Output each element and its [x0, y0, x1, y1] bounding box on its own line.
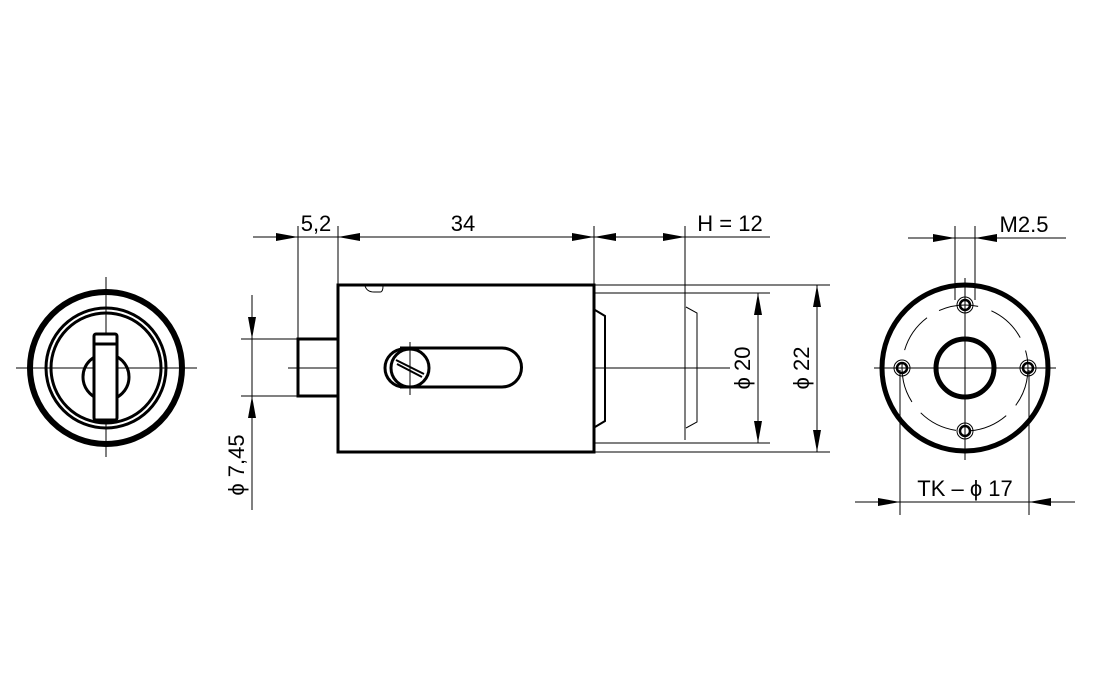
notch	[364, 285, 384, 293]
dim-stub-diameter: ϕ 7,45	[224, 434, 249, 495]
hole	[895, 361, 909, 375]
arrow	[754, 293, 762, 315]
arrow	[754, 421, 762, 443]
arrow	[248, 317, 256, 339]
hole	[958, 424, 972, 438]
dim-body-length: 34	[451, 211, 475, 236]
body	[336, 283, 596, 454]
center-bore	[933, 336, 997, 400]
side-view	[288, 226, 830, 454]
hole-thread	[893, 359, 911, 377]
mounting-holes	[893, 296, 1037, 440]
dim-outer-diameter: ϕ 22	[789, 347, 814, 390]
arrow	[813, 285, 821, 307]
bolt-circle	[901, 304, 1029, 432]
inner-ring-2	[49, 311, 163, 425]
front-view	[16, 277, 197, 457]
hole	[958, 298, 972, 312]
rear-view: M2.5 TK – ϕ 17	[855, 212, 1075, 515]
hole-thread	[1019, 359, 1037, 377]
dim-thread: M2.5	[1000, 212, 1049, 237]
arrow	[878, 498, 900, 506]
arrow	[1029, 498, 1051, 506]
dim-stub-length: 5,2	[301, 211, 332, 236]
arrow	[594, 233, 616, 241]
outer-ring	[27, 289, 185, 447]
arrow	[975, 234, 997, 242]
hole	[1021, 361, 1035, 375]
inner-ring	[44, 306, 168, 430]
arrow	[813, 430, 821, 452]
dimensions-side: 5,2 34 H = 12 ϕ 20 ϕ 22 ϕ 7,45	[224, 211, 821, 510]
flange	[594, 309, 606, 428]
dim-inner-diameter: ϕ 20	[730, 347, 755, 390]
arrow	[338, 233, 360, 241]
hole-thread	[956, 422, 974, 440]
plunger-outline	[685, 306, 698, 429]
outer-circle	[879, 282, 1051, 454]
dim-bolt-circle: TK – ϕ 17	[917, 476, 1012, 501]
key-slot	[92, 332, 119, 422]
arrow	[572, 233, 594, 241]
dim-stroke: H = 12	[697, 211, 762, 236]
arrow	[663, 233, 685, 241]
slot	[400, 346, 523, 389]
arrow	[248, 396, 256, 418]
hole-thread	[956, 296, 974, 314]
arrow	[933, 234, 955, 242]
arrow	[276, 233, 298, 241]
